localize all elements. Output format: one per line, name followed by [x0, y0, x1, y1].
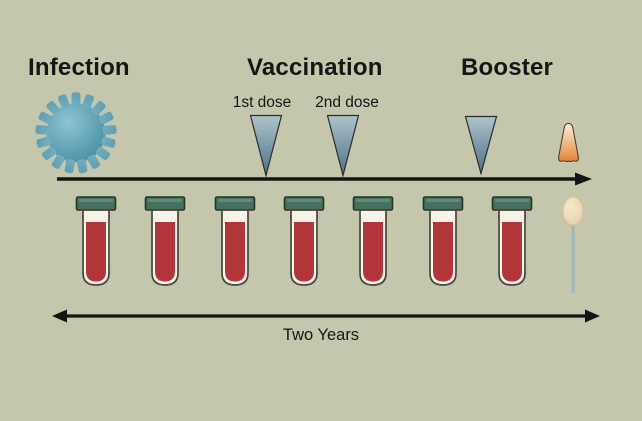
blood-tube-icon	[214, 196, 256, 286]
blood-tube-icon	[491, 196, 533, 286]
two-years-double-arrow-icon	[52, 309, 600, 323]
blood-tube-icon	[352, 196, 394, 286]
timeline-arrow-icon	[57, 172, 592, 186]
heading-vaccination: Vaccination	[247, 54, 383, 81]
first-dose-label: 1st dose	[232, 94, 292, 111]
blood-tube-icon	[283, 196, 325, 286]
heading-infection: Infection	[28, 54, 130, 81]
blood-tube-icon	[75, 196, 117, 286]
blood-tube-icon	[422, 196, 463, 286]
blood-sample-row	[74, 188, 534, 292]
duration-label: Two Years	[282, 326, 360, 344]
heading-booster: Booster	[461, 54, 554, 81]
first-dose-marker-icon	[249, 114, 283, 177]
nose-icon	[558, 122, 579, 163]
second-dose-label: 2nd dose	[315, 94, 379, 111]
blood-tube-icon	[144, 196, 186, 286]
booster-marker-icon	[464, 115, 498, 175]
nasal-swab-icon	[562, 196, 584, 293]
second-dose-marker-icon	[326, 114, 360, 177]
virus-icon	[35, 92, 117, 174]
